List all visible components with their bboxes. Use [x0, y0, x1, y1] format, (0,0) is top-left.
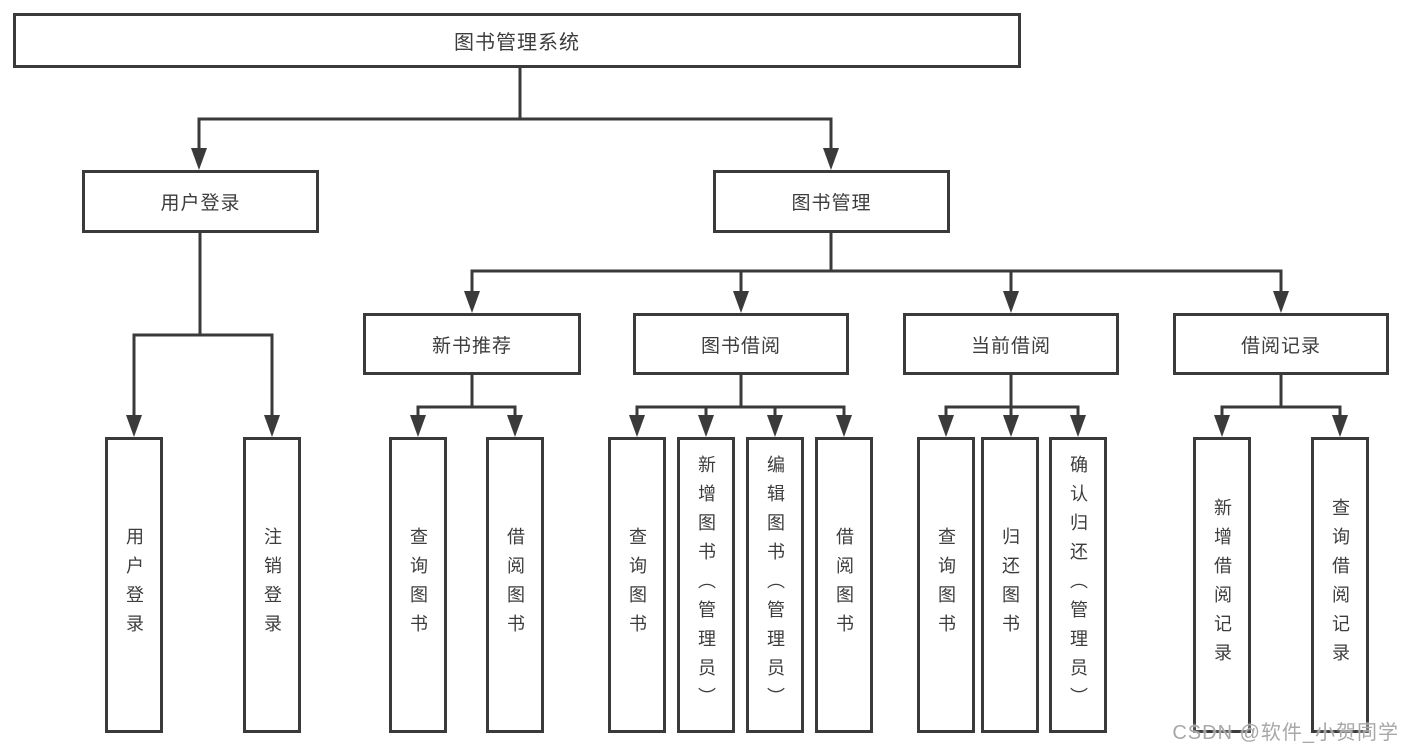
leaf-current-return-book: 归还图书 [981, 437, 1039, 733]
connector-userlogin-to-leaves [132, 231, 274, 417]
leaf-borrow-add-book-admin: 新增图书（管理员） [677, 437, 735, 733]
csdn-watermark: CSDN @软件_小贺同学 [1172, 722, 1399, 744]
leaf-user-login: 用户登录 [105, 437, 163, 733]
node-book-borrow-label: 图书借阅 [700, 335, 781, 357]
leaf-current-confirm-return-admin-label: 确认归还（管理员） [1068, 454, 1088, 716]
connector-newbook-to-leaves [416, 373, 517, 417]
arrowheads [126, 148, 1348, 437]
leaf-current-query-book-label: 查询图书 [936, 527, 956, 643]
leaf-records-query-record: 查询借阅记录 [1311, 437, 1369, 733]
leaf-newbook-borrow-book-label: 借阅图书 [505, 527, 525, 643]
leaf-records-query-record-label: 查询借阅记录 [1330, 498, 1350, 672]
leaf-current-confirm-return-admin: 确认归还（管理员） [1049, 437, 1107, 733]
leaf-borrow-query-book: 查询图书 [608, 437, 666, 733]
leaf-logout-label: 注销登录 [262, 527, 282, 643]
node-book-borrow: 图书借阅 [633, 313, 849, 375]
node-system-root: 图书管理系统 [13, 13, 1021, 68]
connector-bookborrow-to-leaves [635, 373, 846, 417]
node-current-borrow: 当前借阅 [903, 313, 1119, 375]
connector-currentborrow-to-leaves [944, 373, 1080, 417]
leaf-records-add-record: 新增借阅记录 [1193, 437, 1251, 733]
node-user-login-label: 用户登录 [160, 193, 241, 214]
node-borrow-records: 借阅记录 [1173, 313, 1389, 375]
connector-bookmgmt-to-level2 [470, 231, 1283, 293]
leaf-records-add-record-label: 新增借阅记录 [1212, 498, 1232, 672]
node-new-book-recommend-label: 新书推荐 [431, 335, 512, 357]
leaf-newbook-query-book: 查询图书 [389, 437, 447, 733]
leaf-user-login-label: 用户登录 [124, 527, 144, 643]
leaf-borrow-edit-book-admin-label: 编辑图书（管理员） [765, 454, 785, 716]
leaf-borrow-add-book-admin-label: 新增图书（管理员） [696, 454, 716, 716]
node-book-management-label: 图书管理 [791, 193, 872, 214]
node-user-login-module: 用户登录 [82, 170, 319, 233]
leaf-borrow-borrow-book: 借阅图书 [815, 437, 873, 733]
leaf-current-return-book-label: 归还图书 [1000, 527, 1020, 643]
leaf-newbook-query-book-label: 查询图书 [408, 527, 428, 643]
leaf-logout: 注销登录 [243, 437, 301, 733]
node-system-root-label: 图书管理系统 [454, 32, 580, 54]
leaf-borrow-borrow-book-label: 借阅图书 [834, 527, 854, 643]
connector-borrowrecords-to-leaves [1220, 373, 1342, 417]
node-new-book-recommend: 新书推荐 [363, 313, 581, 375]
node-book-management-module: 图书管理 [713, 170, 950, 233]
leaf-borrow-query-book-label: 查询图书 [627, 527, 647, 643]
leaf-newbook-borrow-book: 借阅图书 [486, 437, 544, 733]
leaf-borrow-edit-book-admin: 编辑图书（管理员） [746, 437, 804, 733]
node-borrow-records-label: 借阅记录 [1240, 335, 1321, 357]
node-current-borrow-label: 当前借阅 [970, 335, 1051, 357]
connector-root-to-level1 [197, 66, 833, 150]
leaf-current-query-book: 查询图书 [917, 437, 975, 733]
